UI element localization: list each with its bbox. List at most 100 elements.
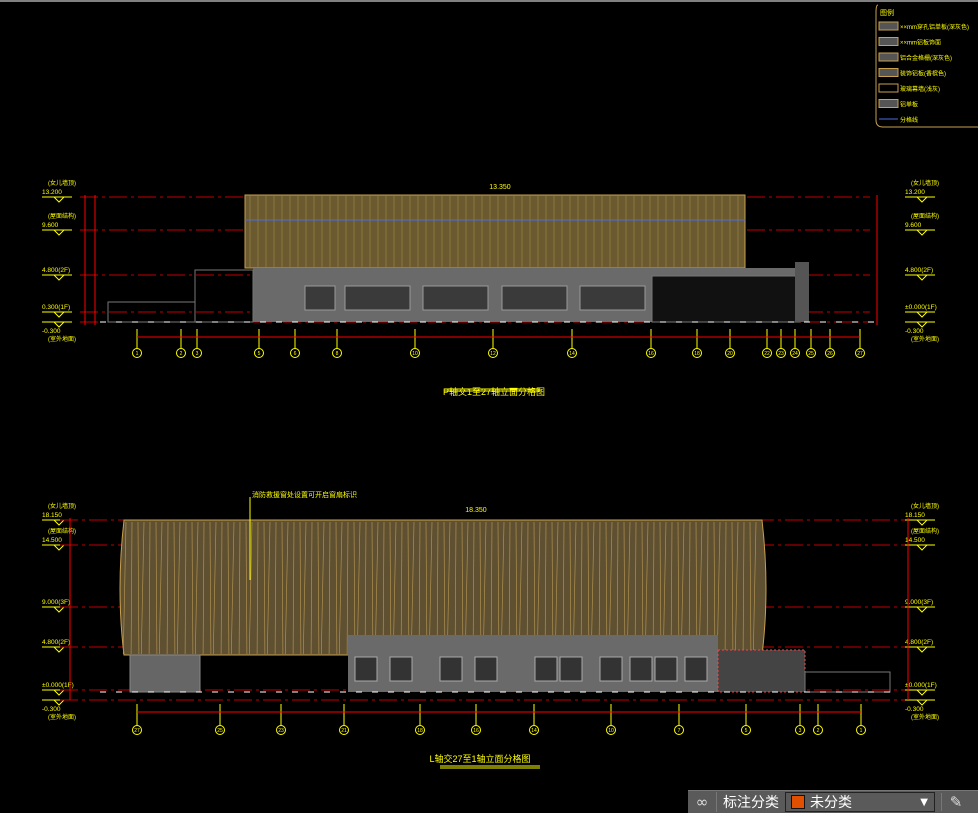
facade-fin bbox=[256, 521, 259, 655]
facade-fin bbox=[713, 521, 716, 655]
level-name: (屋面结构) bbox=[911, 212, 939, 220]
axis-label: 5 bbox=[745, 728, 748, 734]
axis-bubble bbox=[855, 348, 865, 358]
level-name: (女儿墙顶) bbox=[48, 502, 76, 510]
facade-fin bbox=[587, 521, 590, 655]
level-marker-icon bbox=[52, 689, 66, 696]
axis-bubble bbox=[415, 725, 425, 735]
axis-label: 27 bbox=[857, 351, 863, 357]
level-marker-icon bbox=[915, 699, 929, 706]
level-marker-icon bbox=[52, 274, 66, 281]
axis-bubble bbox=[488, 348, 498, 358]
edit-icon[interactable]: ✎ bbox=[941, 793, 970, 811]
axis-bubble bbox=[825, 348, 835, 358]
facade-fin bbox=[310, 521, 313, 655]
axis-bubble bbox=[339, 725, 349, 735]
axis-label: 2 bbox=[817, 728, 820, 734]
facade-fin bbox=[652, 521, 655, 655]
facade-fin bbox=[137, 521, 140, 655]
facade-fin bbox=[292, 521, 295, 655]
elevation-bottom: 18.150(女儿墙顶)14.500(屋面结构)9.000(3F)4.800(2… bbox=[42, 490, 939, 769]
facade-fin bbox=[130, 521, 133, 655]
annotation-note: 消防救援窗处设置可开启窗扇标识 bbox=[252, 490, 357, 499]
facade-perforated-panel bbox=[244, 194, 746, 269]
level-value: 4.800(2F) bbox=[905, 267, 933, 274]
facade-fin bbox=[518, 521, 523, 655]
axis-bubble bbox=[790, 348, 800, 358]
bottom-elevation-mark: 18.350 bbox=[465, 507, 487, 514]
legend-swatch bbox=[878, 37, 899, 46]
facade-fin bbox=[220, 521, 223, 655]
axis-bubble bbox=[254, 348, 264, 358]
facade-fin bbox=[209, 521, 212, 655]
facade-fin bbox=[598, 521, 601, 655]
facade-fin bbox=[364, 521, 367, 655]
axis-label: 16 bbox=[473, 728, 479, 734]
level-marker-icon bbox=[52, 311, 66, 318]
legend-item-label: 铝单板 bbox=[900, 101, 918, 109]
axis-bubble bbox=[176, 348, 186, 358]
facade-fin bbox=[184, 521, 187, 655]
level-name: (室外地面) bbox=[911, 335, 939, 343]
axis-label: 14 bbox=[569, 351, 575, 357]
level-marker-icon bbox=[52, 606, 66, 613]
axis-label: 8 bbox=[336, 351, 339, 357]
axis-bubble bbox=[192, 348, 202, 358]
axis-label: 23 bbox=[278, 728, 284, 734]
level-marker-icon bbox=[915, 229, 929, 236]
facade-fin bbox=[508, 521, 511, 655]
facade-fin bbox=[734, 521, 739, 655]
axis-label: 26 bbox=[827, 351, 833, 357]
facade-fin bbox=[608, 521, 613, 655]
facade-fin bbox=[328, 521, 331, 655]
level-value: 9.600 bbox=[905, 222, 922, 229]
level-marker-icon bbox=[52, 646, 66, 653]
window bbox=[422, 285, 489, 311]
axis-label: 3 bbox=[799, 728, 802, 734]
axis-bubble bbox=[806, 348, 816, 358]
axis-label: 20 bbox=[727, 351, 733, 357]
facade-fin bbox=[418, 521, 421, 655]
facade-fin bbox=[346, 521, 349, 655]
level-value: -0.300 bbox=[905, 328, 924, 335]
category-select[interactable]: 未分类 ▼ bbox=[785, 792, 935, 812]
level-value: -0.300 bbox=[42, 706, 61, 713]
facade-fin bbox=[500, 521, 505, 655]
level-value: 4.800(2F) bbox=[42, 267, 70, 274]
axis-label: 24 bbox=[792, 351, 798, 357]
axis-bubble bbox=[276, 725, 286, 735]
level-name: (女儿墙顶) bbox=[48, 179, 76, 187]
window bbox=[629, 656, 653, 682]
window bbox=[559, 656, 583, 682]
axis-label: 12 bbox=[490, 351, 496, 357]
level-marker-icon bbox=[52, 196, 66, 203]
axis-label: 5 bbox=[258, 351, 261, 357]
legend-item-label: 装饰铝板(香槟色) bbox=[900, 70, 946, 78]
category-value: 未分类 bbox=[810, 795, 852, 811]
facade-fin bbox=[497, 521, 500, 655]
axis-bubble bbox=[674, 725, 684, 735]
facade-fin bbox=[605, 521, 608, 655]
axis-label: 16 bbox=[648, 351, 654, 357]
facade-fin bbox=[374, 521, 379, 655]
category-color-swatch bbox=[791, 795, 805, 809]
axis-label: 18 bbox=[417, 728, 423, 734]
axis-label: 3 bbox=[196, 351, 199, 357]
legend-title: 图例 bbox=[880, 8, 894, 17]
level-value: 18.150 bbox=[42, 512, 62, 519]
facade-fin bbox=[752, 521, 757, 655]
level-name: (屋面结构) bbox=[48, 527, 76, 535]
facade-fin bbox=[670, 521, 673, 655]
facade-fin bbox=[281, 521, 284, 655]
legend: 图例 ××mm穿孔铝单板(深灰色)××mm铝板饰面铝合金格栅(深灰色)装饰铝板(… bbox=[875, 4, 978, 128]
level-value: 0.300(1F) bbox=[42, 304, 70, 311]
annotation-scale-icon[interactable]: ∞ bbox=[695, 793, 709, 811]
axis-bubble bbox=[132, 725, 142, 735]
facade-fin bbox=[317, 521, 320, 655]
chevron-down-icon: ▼ bbox=[920, 796, 928, 808]
legend-item-label: ××mm铝板饰面 bbox=[900, 39, 941, 47]
facade-fin bbox=[148, 521, 151, 655]
facade-fin bbox=[446, 521, 451, 655]
axis-bubble bbox=[332, 348, 342, 358]
